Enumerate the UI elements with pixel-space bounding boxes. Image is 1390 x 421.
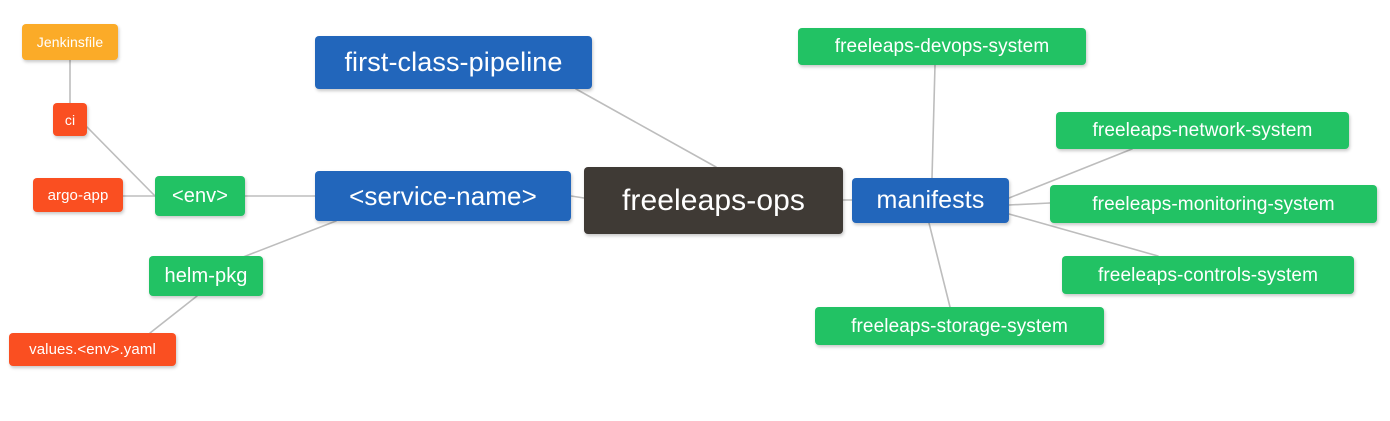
edge-helm-pkg-to-service-name bbox=[237, 220, 337, 260]
node-label-freeleaps-ops: freeleaps-ops bbox=[621, 183, 806, 217]
node-freeleaps-storage-system[interactable]: freeleaps-storage-system bbox=[815, 307, 1104, 345]
node-label-freeleaps-network-system: freeleaps-network-system bbox=[1092, 120, 1313, 141]
edge-values-yaml-to-helm-pkg bbox=[149, 295, 198, 334]
node-label-service-name: <service-name> bbox=[349, 181, 537, 211]
node-label-env: <env> bbox=[171, 185, 229, 207]
node-env[interactable]: <env> bbox=[155, 176, 245, 216]
node-label-freeleaps-devops-system: freeleaps-devops-system bbox=[834, 36, 1050, 57]
node-label-freeleaps-monitoring-system: freeleaps-monitoring-system bbox=[1092, 193, 1335, 215]
node-freeleaps-ops[interactable]: freeleaps-ops bbox=[584, 167, 843, 234]
node-helm-pkg[interactable]: helm-pkg bbox=[149, 256, 263, 296]
edge-manifests-to-freeleaps-monitoring-system bbox=[1008, 202, 1051, 206]
node-label-argo-app: argo-app bbox=[47, 186, 109, 204]
node-jenkinsfile[interactable]: Jenkinsfile bbox=[22, 24, 118, 60]
node-ci[interactable]: ci bbox=[53, 103, 87, 136]
node-manifests[interactable]: manifests bbox=[852, 178, 1009, 223]
node-label-values-yaml: values.<env>.yaml bbox=[29, 341, 156, 358]
node-label-manifests: manifests bbox=[876, 186, 985, 214]
node-freeleaps-controls-system[interactable]: freeleaps-controls-system bbox=[1062, 256, 1354, 294]
node-service-name[interactable]: <service-name> bbox=[315, 171, 571, 221]
node-label-freeleaps-controls-system: freeleaps-controls-system bbox=[1097, 264, 1319, 286]
edge-manifests-to-freeleaps-devops-system bbox=[931, 64, 936, 179]
node-label-freeleaps-storage-system: freeleaps-storage-system bbox=[851, 315, 1068, 337]
node-freeleaps-network-system[interactable]: freeleaps-network-system bbox=[1056, 112, 1349, 149]
node-freeleaps-devops-system[interactable]: freeleaps-devops-system bbox=[798, 28, 1086, 65]
node-label-first-class-pipeline: first-class-pipeline bbox=[344, 47, 563, 77]
node-argo-app[interactable]: argo-app bbox=[33, 178, 123, 212]
node-label-helm-pkg: helm-pkg bbox=[164, 265, 248, 287]
edge-first-class-pipeline-to-freeleaps-ops bbox=[575, 88, 717, 168]
node-label-ci: ci bbox=[64, 111, 76, 128]
edge-manifests-to-freeleaps-storage-system bbox=[928, 222, 951, 308]
node-freeleaps-monitoring-system[interactable]: freeleaps-monitoring-system bbox=[1050, 185, 1377, 223]
edge-service-name-to-freeleaps-ops bbox=[570, 195, 585, 199]
node-label-jenkinsfile: Jenkinsfile bbox=[36, 34, 104, 50]
node-first-class-pipeline[interactable]: first-class-pipeline bbox=[315, 36, 592, 89]
node-values-yaml[interactable]: values.<env>.yaml bbox=[9, 333, 176, 366]
